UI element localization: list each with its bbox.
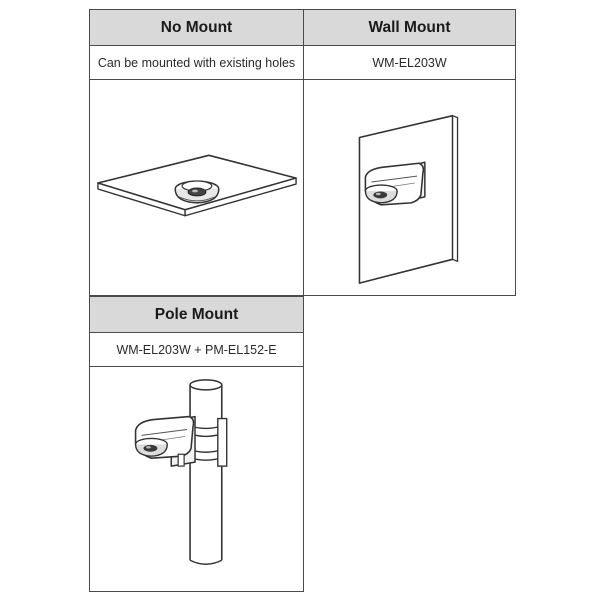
wall-mount-title: Wall Mount xyxy=(304,10,515,46)
wall-mount-model: WM-EL203W xyxy=(304,46,515,80)
pole-mount-cell: Pole Mount WM-EL203W + PM-EL152-E xyxy=(89,296,304,592)
no-mount-description: Can be mounted with existing holes xyxy=(90,46,303,80)
ceiling-mount-icon xyxy=(97,154,297,217)
pole-mount-illustration xyxy=(90,367,303,591)
pole-mount-title: Pole Mount xyxy=(90,297,303,333)
wall-mount-illustration xyxy=(304,80,515,295)
pole-mount-model: WM-EL203W + PM-EL152-E xyxy=(90,333,303,367)
ceiling-mount-illustration xyxy=(90,80,303,295)
pole-mount-icon xyxy=(134,379,228,565)
no-mount-cell: No Mount Can be mounted with existing ho… xyxy=(89,9,304,296)
wall-mount-cell: Wall Mount WM-EL203W xyxy=(303,9,516,296)
no-mount-title: No Mount xyxy=(90,10,303,46)
wall-mount-icon xyxy=(358,114,459,284)
